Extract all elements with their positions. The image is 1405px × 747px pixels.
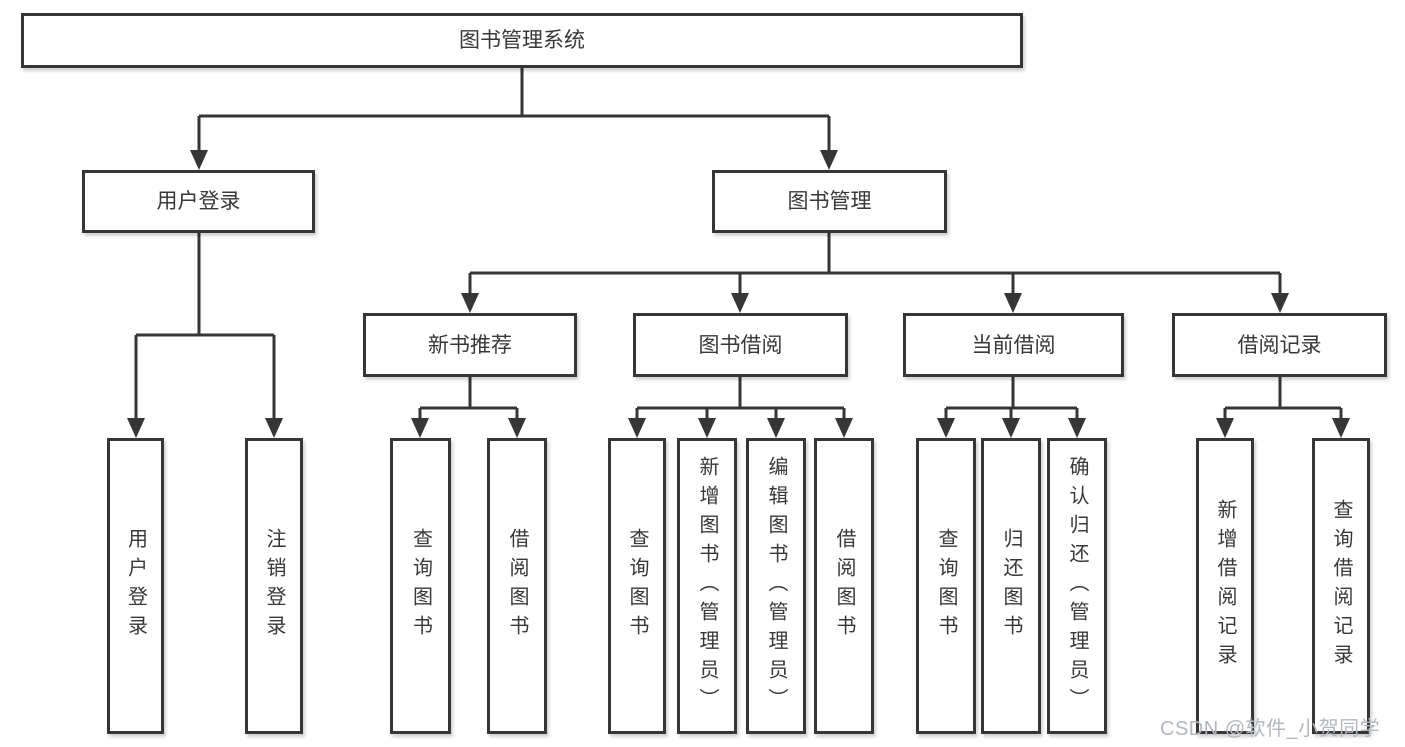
node-new-book-recommend-label: 新书推荐 bbox=[428, 333, 512, 357]
leaf-add-book-admin-label: 新增图书（管理员） bbox=[696, 455, 718, 717]
node-new-book-recommend: 新书推荐 bbox=[363, 313, 577, 377]
leaf-edit-book-admin-label: 编辑图书（管理员） bbox=[765, 455, 787, 717]
leaf-user-login: 用户登录 bbox=[107, 438, 164, 734]
leaf-logout-label: 注销登录 bbox=[263, 528, 285, 644]
leaf-query-borrow-record: 查询借阅记录 bbox=[1312, 438, 1370, 734]
leaf-add-borrow-record: 新增借阅记录 bbox=[1196, 438, 1254, 734]
leaf-confirm-return-admin: 确认归还（管理员） bbox=[1047, 438, 1107, 734]
leaf-query-book-recommend: 查询图书 bbox=[390, 438, 451, 734]
leaf-edit-book-admin: 编辑图书（管理员） bbox=[746, 438, 806, 734]
csdn-watermark: CSDN @软件_小贺同学 bbox=[1160, 718, 1381, 740]
node-borrow-records: 借阅记录 bbox=[1172, 313, 1387, 377]
node-borrow-records-label: 借阅记录 bbox=[1237, 333, 1322, 357]
leaf-query-book-borrow: 查询图书 bbox=[608, 438, 666, 734]
leaf-borrow-book-recommend-label: 借阅图书 bbox=[506, 528, 528, 644]
node-current-borrow: 当前借阅 bbox=[903, 313, 1124, 377]
leaf-query-borrow-record-label: 查询借阅记录 bbox=[1330, 499, 1352, 673]
node-root-label: 图书管理系统 bbox=[459, 29, 585, 52]
node-book-management-label: 图书管理 bbox=[787, 190, 872, 213]
leaf-query-book-recommend-label: 查询图书 bbox=[409, 528, 432, 644]
leaf-add-book-admin: 新增图书（管理员） bbox=[677, 438, 737, 734]
node-root-system: 图书管理系统 bbox=[21, 13, 1023, 68]
leaf-query-book-current: 查询图书 bbox=[916, 438, 976, 734]
node-book-borrow-label: 图书借阅 bbox=[698, 333, 783, 357]
leaf-borrow-book: 借阅图书 bbox=[814, 438, 874, 734]
leaf-add-borrow-record-label: 新增借阅记录 bbox=[1214, 499, 1236, 673]
leaf-query-book-borrow-label: 查询图书 bbox=[626, 528, 648, 644]
leaf-logout: 注销登录 bbox=[245, 438, 303, 734]
node-user-login: 用户登录 bbox=[82, 170, 315, 233]
leaf-user-login-label: 用户登录 bbox=[124, 528, 147, 644]
leaf-borrow-book-label: 借阅图书 bbox=[833, 528, 855, 644]
node-user-login-label: 用户登录 bbox=[156, 190, 241, 213]
leaf-borrow-book-recommend: 借阅图书 bbox=[487, 438, 547, 734]
node-current-borrow-label: 当前借阅 bbox=[971, 333, 1056, 357]
leaf-return-book-label: 归还图书 bbox=[1000, 528, 1022, 644]
node-book-borrow: 图书借阅 bbox=[633, 313, 848, 377]
leaf-query-book-current-label: 查询图书 bbox=[935, 528, 957, 644]
leaf-return-book: 归还图书 bbox=[981, 438, 1041, 734]
node-book-management: 图书管理 bbox=[712, 170, 947, 233]
leaf-confirm-return-admin-label: 确认归还（管理员） bbox=[1066, 455, 1088, 717]
